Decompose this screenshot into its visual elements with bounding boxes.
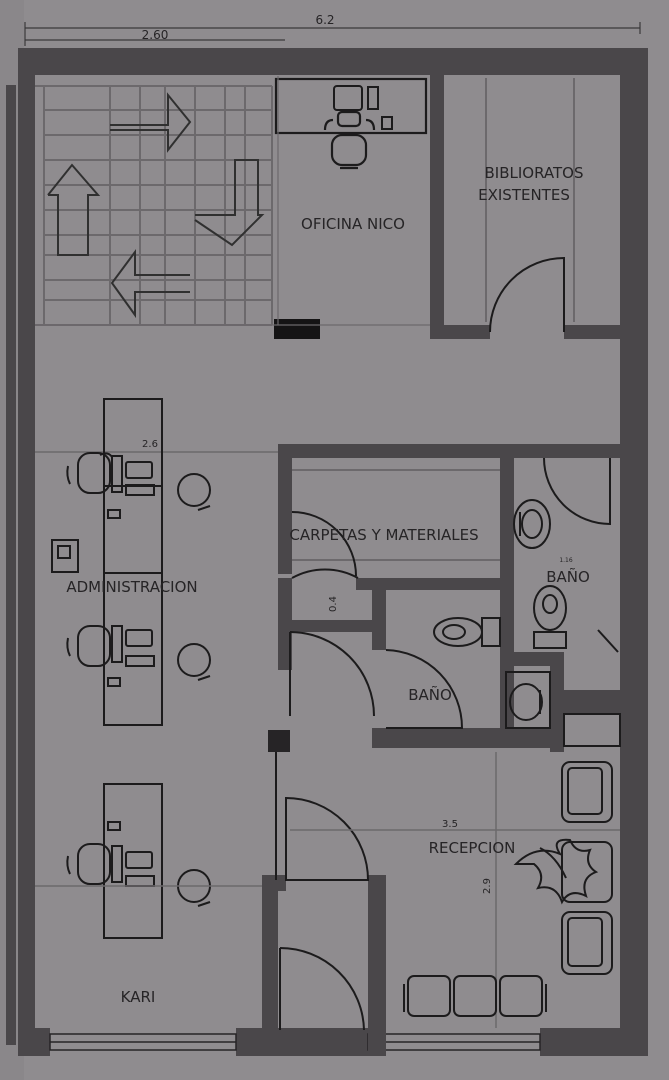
dimension-admin: 2.6: [142, 439, 158, 450]
bano-center-toilet: [433, 617, 501, 647]
admin-printer: [51, 539, 79, 573]
admin-desk-3: [103, 783, 163, 939]
recepcion-armchairs: [561, 761, 613, 975]
room-label-bano-right: BAÑO: [546, 567, 590, 586]
room-label-bano-center: BAÑO: [408, 685, 452, 704]
corridor-door-arc: [289, 631, 375, 717]
admin-workstation-2: [66, 625, 211, 687]
floor-reference-lines: [35, 76, 430, 326]
oficina-nico-desk: [274, 77, 428, 135]
window-bottom-left: [49, 1033, 237, 1051]
exterior-walls: [18, 48, 648, 1056]
biblioratos-walls: [430, 75, 620, 339]
corridor-walls: [262, 875, 386, 1056]
recepcion-bench: [403, 975, 547, 1017]
recepcion-counter: [563, 713, 621, 747]
room-label-carpetas: CARPETAS Y MATERIALES: [289, 526, 478, 544]
room-label-recepcion: RECEPCION: [429, 839, 516, 857]
dimension-overall-width: 6.2: [315, 13, 334, 27]
corridor-column: [268, 730, 290, 752]
dimension-carpetas-depth: 0.4: [328, 596, 339, 612]
bano-right-sink: [513, 499, 551, 549]
room-label-administracion: ADMINISTRACION: [66, 578, 197, 596]
bano-center-walls: [372, 590, 564, 748]
dimension-recepcion-width: 3.5: [442, 819, 458, 830]
admin-workstation-1: [66, 452, 211, 519]
staircase: [35, 85, 273, 326]
carpetas-door-swing: [291, 568, 359, 579]
room-label-oficina-nico: OFICINA NICO: [301, 215, 405, 233]
biblioratos-door-swing: [489, 256, 565, 333]
oficina-nico-chair: [323, 110, 376, 170]
bano-right-toilet: [533, 585, 567, 649]
bano-right-door-leaf: [597, 629, 619, 653]
admin-desk-2: [103, 572, 163, 726]
dimension-lines: [24, 22, 641, 46]
neighbor-wall: [6, 85, 16, 1045]
carpetas-door-arc: [291, 511, 357, 577]
room-label-biblioratos-line2: EXISTENTES: [478, 186, 570, 204]
structural-column: [274, 319, 320, 339]
bano-right-door-swing: [543, 457, 611, 526]
biblioratos-shelves: [485, 78, 575, 322]
bano-center-door-swing: [385, 649, 464, 729]
room-label-kari: KARI: [121, 988, 156, 1006]
recepcion-plant: [513, 838, 599, 905]
carpetas-shelves: [292, 469, 500, 561]
oficina-nico-monitor: [333, 85, 393, 130]
dimension-recepcion-depth: 2.9: [482, 878, 493, 894]
room-label-biblioratos-line1: BIBLIORATOS: [485, 164, 584, 182]
stair-arrows: [47, 92, 265, 319]
dimension-bano-small: 1.16: [559, 557, 573, 564]
entrance-door-arc: [279, 947, 365, 1031]
recepcion-door-swing-upper: [285, 796, 370, 881]
dimension-left-width: 2.60: [142, 28, 169, 42]
bano-center-sink: [505, 671, 551, 729]
